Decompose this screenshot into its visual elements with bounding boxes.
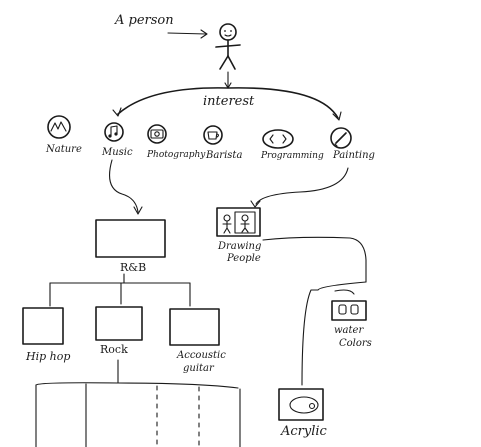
rnb-image-box <box>95 219 166 258</box>
painting-to-drawing-arrow <box>250 167 349 208</box>
paint-brush-icon <box>330 127 352 149</box>
water-colors-icon-box <box>331 300 367 321</box>
water-colors-label-line1: water <box>334 325 364 336</box>
code-brackets-icon <box>262 129 294 149</box>
drawing-people-label-line2: People <box>227 253 261 264</box>
music-to-rnb-arrow <box>109 159 143 215</box>
acrylic-label: Acrylic <box>281 424 327 439</box>
interest-branch-curve <box>112 87 342 121</box>
painting-subtree-lines <box>262 236 367 386</box>
music-note-icon <box>104 122 124 142</box>
water-colors-label-line2: Colors <box>339 338 372 349</box>
continuation-branches <box>35 359 241 447</box>
interest-photography-label: Photography <box>147 150 206 160</box>
rock-label: Rock <box>100 343 128 356</box>
interest-label: interest <box>203 94 255 109</box>
acoustic-label-line2: guitar <box>183 363 214 374</box>
person-stick-figure <box>215 23 241 70</box>
interest-music-label: Music <box>102 147 133 158</box>
acoustic-guitar-image-box <box>169 308 220 346</box>
person-to-interest-arrow <box>224 71 232 89</box>
rnb-label: R&B <box>120 261 147 274</box>
interest-nature-label: Nature <box>46 144 82 155</box>
person-label: A person <box>115 13 174 28</box>
interest-painting-label: Painting <box>333 150 375 161</box>
drawing-people-label-line1: Drawing <box>218 241 262 252</box>
nature-icon <box>47 115 71 139</box>
camera-icon <box>147 124 167 144</box>
rnb-subgenre-tree <box>49 273 191 307</box>
interest-barista-label: Barista <box>206 150 243 161</box>
coffee-cup-icon <box>203 125 223 145</box>
hiphop-label: Hip hop <box>26 350 71 363</box>
acoustic-label-line1: Accoustic <box>177 350 226 361</box>
rock-image-box <box>95 306 143 341</box>
drawing-people-icon-box <box>216 207 261 237</box>
acrylic-icon-box <box>278 388 324 421</box>
interest-programming-label: Programming <box>261 151 324 161</box>
hiphop-image-box <box>22 307 64 345</box>
person-pointer-arrow <box>167 29 208 39</box>
